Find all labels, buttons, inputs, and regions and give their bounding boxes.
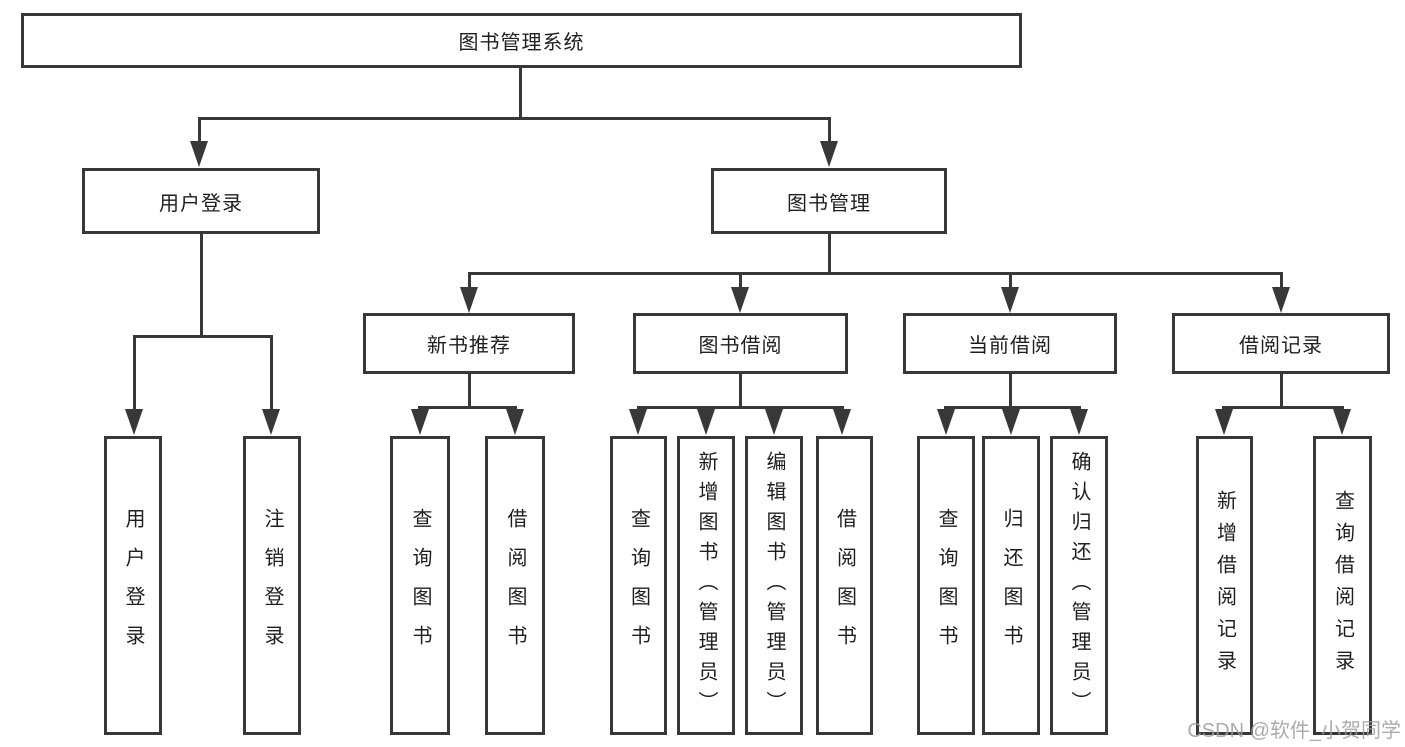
node-current-borrowing: 当前借阅 <box>903 313 1117 374</box>
connector-current-borrow-drop <box>1009 272 1012 289</box>
arrow-down-icon <box>629 409 647 435</box>
connector-leaf-drop <box>705 406 708 411</box>
connector-user-login-drop <box>198 117 201 143</box>
arrow-down-icon <box>820 141 838 167</box>
arrow-down-icon <box>460 287 478 313</box>
leaf-user-login: 用户登录 <box>104 436 162 735</box>
arrow-down-icon <box>1001 287 1019 313</box>
arrow-down-icon <box>731 287 749 313</box>
connector-user-login-stem <box>200 234 203 335</box>
leaf-query-books-current: 查询图书 <box>917 436 975 735</box>
arrow-down-icon <box>1070 409 1088 435</box>
arrow-down-icon <box>506 409 524 435</box>
connector-level1-horizontal <box>198 117 831 120</box>
arrow-down-icon <box>1215 409 1233 435</box>
node-label: 当前借阅 <box>968 335 1052 357</box>
connector-leaf-drop <box>773 406 776 411</box>
connector-new-book-stem <box>468 374 471 406</box>
leaf-add-borrow-record: 新增借阅记录 <box>1196 436 1253 735</box>
leaf-query-books-borrow: 查询图书 <box>610 436 667 735</box>
connector-new-book-horizontal <box>418 406 517 409</box>
node-label: 图书管理系统 <box>458 32 585 54</box>
connector-borrow-records-horizontal <box>1222 406 1344 409</box>
node-label: 用户登录 <box>122 507 144 664</box>
connector-book-borrow-stem <box>739 374 742 406</box>
leaf-logout: 注销登录 <box>243 436 301 735</box>
connector-level2-horizontal <box>468 272 1283 275</box>
leaf-borrow-books: 借阅图书 <box>816 436 873 735</box>
node-label: 查询借阅记录 <box>1331 489 1354 682</box>
leaf-borrow-books-recommend: 借阅图书 <box>485 436 545 735</box>
connector-root-stem <box>519 68 522 117</box>
connector-borrow-records-stem <box>1280 374 1283 406</box>
connector-login-leaf-drop <box>133 335 136 411</box>
node-root-system: 图书管理系统 <box>21 13 1022 68</box>
arrow-down-icon <box>262 409 280 435</box>
arrow-down-icon <box>1002 409 1020 435</box>
arrow-down-icon <box>1333 409 1351 435</box>
connector-borrow-records-drop <box>1280 272 1283 289</box>
connector-book-mgmt-stem <box>828 234 831 272</box>
node-label: 编辑图书（管理员） <box>763 450 785 721</box>
leaf-confirm-return-admin: 确认归还（管理员） <box>1050 436 1108 735</box>
connector-leaf-drop <box>1078 406 1081 411</box>
leaf-edit-books-admin: 编辑图书（管理员） <box>745 436 803 735</box>
node-label: 新增图书（管理员） <box>695 450 717 721</box>
arrow-down-icon <box>697 409 715 435</box>
node-label: 借阅图书 <box>833 507 856 664</box>
node-book-management: 图书管理 <box>711 168 947 234</box>
node-label: 查询图书 <box>935 507 957 664</box>
connector-new-book-drop <box>468 272 471 289</box>
node-label: 查询图书 <box>409 507 431 664</box>
leaf-query-books-recommend: 查询图书 <box>390 436 450 735</box>
node-new-book-recommend: 新书推荐 <box>363 313 575 374</box>
connector-leaf-drop <box>945 406 948 411</box>
connector-leaf-drop <box>637 406 640 411</box>
node-label: 借阅记录 <box>1239 335 1323 357</box>
leaf-query-borrow-record: 查询借阅记录 <box>1313 436 1372 735</box>
connector-leaf-drop <box>1010 406 1013 411</box>
node-book-borrowing: 图书借阅 <box>633 313 848 374</box>
node-label: 图书管理 <box>787 192 871 215</box>
connector-current-borrow-stem <box>1009 374 1012 406</box>
node-label: 新书推荐 <box>427 335 511 357</box>
node-label: 注销登录 <box>261 507 283 664</box>
connector-leaf-drop <box>1341 406 1344 411</box>
connector-book-borrow-drop <box>739 272 742 289</box>
connector-book-borrow-horizontal <box>637 406 844 409</box>
node-label: 用户登录 <box>159 192 243 215</box>
leaf-return-books: 归还图书 <box>982 436 1040 735</box>
node-user-login: 用户登录 <box>82 168 320 234</box>
arrow-down-icon <box>937 409 955 435</box>
connector-leaf-drop <box>1223 406 1226 411</box>
connector-logout-leaf-drop <box>270 335 273 411</box>
arrow-down-icon <box>411 409 429 435</box>
arrow-down-icon <box>765 409 783 435</box>
connector-leaf-drop <box>514 406 517 411</box>
node-label: 新增借阅记录 <box>1213 489 1236 682</box>
node-label: 确认归还（管理员） <box>1068 450 1090 721</box>
node-label: 借阅图书 <box>504 507 526 664</box>
leaf-add-books-admin: 新增图书（管理员） <box>677 436 735 735</box>
arrow-down-icon <box>1272 287 1290 313</box>
arrow-down-icon <box>833 409 851 435</box>
node-label: 图书借阅 <box>698 335 783 357</box>
csdn-watermark: CSDN @软件_小贺同学 <box>1187 720 1401 742</box>
connector-leaf-drop <box>841 406 844 411</box>
connector-leaf-drop <box>419 406 422 411</box>
connector-user-login-horizontal <box>133 335 273 338</box>
node-borrow-records: 借阅记录 <box>1172 313 1390 374</box>
node-label: 查询图书 <box>627 507 650 664</box>
arrow-down-icon <box>190 141 208 167</box>
node-label: 归还图书 <box>1000 507 1022 664</box>
arrow-down-icon <box>125 409 143 435</box>
connector-book-mgmt-drop <box>828 117 831 143</box>
